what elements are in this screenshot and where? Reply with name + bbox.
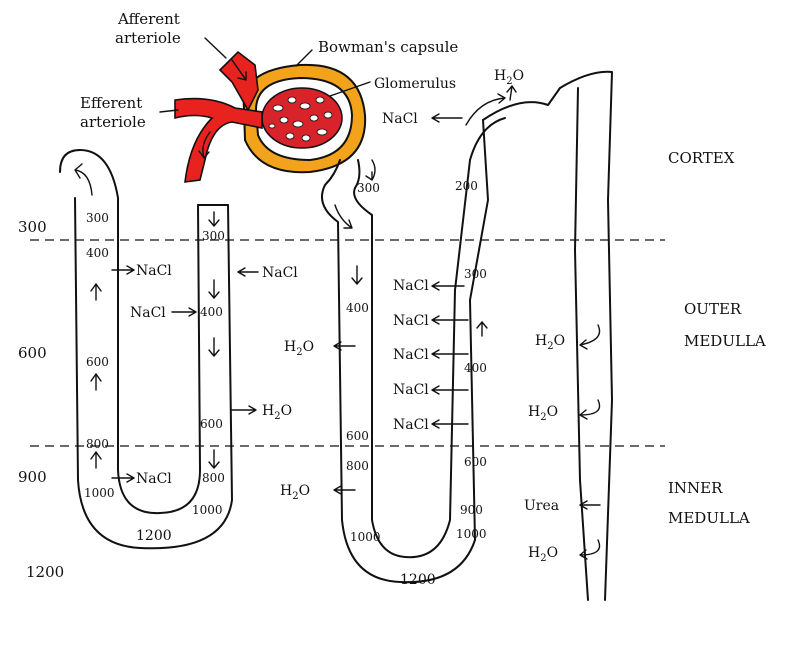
juxta-loop-outer-wall [74, 197, 233, 550]
transport-arrows [111, 85, 601, 560]
collecting-duct-left-wall [559, 70, 613, 601]
svg-text:H2O: H2O [494, 68, 524, 87]
inner-medulla-label-line2: MEDULLA [668, 509, 750, 527]
cortical-600: 600 [346, 429, 369, 443]
juxta-asc-300: 300 [202, 229, 225, 243]
nacl-label: NaCl [136, 471, 172, 487]
juxta-asc-1000: 1000 [192, 503, 223, 517]
pt-flow-arrow-1 [365, 159, 376, 181]
glomerulus-tuft [261, 87, 343, 149]
h2o-label: H2O [262, 403, 292, 422]
scale-300: 300 [18, 218, 47, 236]
juxta-desc-600: 600 [86, 355, 109, 369]
efferent-arteriole [174, 97, 263, 183]
urea-label: Urea [524, 498, 559, 514]
juxta-asc-600: 600 [200, 417, 223, 431]
h2o-label: H2O [494, 68, 524, 87]
nacl-label: NaCl [382, 111, 418, 127]
proximal-tubule-inner [353, 117, 506, 559]
scale-1200: 1200 [26, 563, 64, 581]
efferent-flow-arrow [198, 131, 211, 159]
efferent-leader [159, 109, 179, 113]
svg-text:H2O: H2O [528, 404, 558, 423]
cortical-asc-200: 200 [455, 179, 478, 193]
svg-text:H2O: H2O [535, 333, 565, 352]
pt-flow-arrow-2 [334, 204, 353, 229]
nacl-label: NaCl [136, 263, 172, 279]
ascending-flow-arrow-top [465, 93, 506, 126]
juxta-desc-400: 400 [86, 246, 109, 260]
afferent-arteriole [218, 50, 259, 112]
cortical-300-top: 300 [357, 181, 380, 195]
juxta-exit-arrow [74, 163, 93, 196]
juxta-loop-top-curve [59, 149, 119, 199]
nacl-label: NaCl [393, 278, 429, 294]
h2o-label: H2O [280, 483, 310, 502]
arrows [90, 211, 488, 469]
glomerulus-label: Glomerulus [374, 76, 456, 92]
nacl-label: NaCl [262, 265, 298, 281]
juxta-bottom-1200: 1200 [136, 528, 172, 544]
inner-medulla-label-line1: INNER [668, 479, 723, 497]
afferent-label-line2: arteriole [115, 29, 181, 47]
juxta-desc-800: 800 [86, 437, 109, 451]
h2o-label: H2O [528, 545, 558, 564]
bowman-leader [295, 49, 313, 67]
cortical-asc-300: 300 [464, 267, 487, 281]
outer-medulla-label-line2: MEDULLA [684, 332, 766, 350]
nacl-label: NaCl [130, 305, 166, 321]
svg-text:H2O: H2O [262, 403, 292, 422]
svg-text:H2O: H2O [528, 545, 558, 564]
scale-900: 900 [18, 468, 47, 486]
efferent-label-line1: Efferent [80, 94, 142, 112]
collecting-duct-right-wall [574, 87, 589, 601]
cortical-bottom-1200: 1200 [400, 572, 436, 588]
svg-text:H2O: H2O [284, 339, 314, 358]
bowmans-capsule-label: Bowman's capsule [318, 38, 458, 56]
juxta-loop-inner-wall [117, 197, 201, 515]
glomerulus-leader [329, 81, 371, 97]
svg-text:H2O: H2O [280, 483, 310, 502]
cortex-label: CORTEX [668, 149, 735, 167]
nacl-label: NaCl [393, 313, 429, 329]
proximal-tubule-outer [321, 87, 561, 584]
juxta-desc-300: 300 [86, 211, 109, 225]
afferent-label-line1: Afferent [117, 10, 180, 28]
afferent-flow-arrow [231, 59, 247, 81]
cortical-asc-400: 400 [464, 361, 487, 375]
juxta-desc-1000: 1000 [84, 486, 115, 500]
cortical-asc-600: 600 [464, 455, 487, 469]
nacl-label: NaCl [393, 347, 429, 363]
cortical-asc-1000: 1000 [456, 527, 487, 541]
h2o-label: H2O [528, 404, 558, 423]
h2o-label: H2O [535, 333, 565, 352]
nacl-label: NaCl [393, 382, 429, 398]
juxta-asc-400: 400 [200, 305, 223, 319]
juxta-asc-800: 800 [202, 471, 225, 485]
cortical-400: 400 [346, 301, 369, 315]
outer-medulla-label-line1: OUTER [684, 300, 742, 318]
efferent-label-line2: arteriole [80, 113, 146, 131]
nacl-label: NaCl [393, 417, 429, 433]
h2o-label: H2O [284, 339, 314, 358]
afferent-leader [204, 37, 227, 59]
cortical-800: 800 [346, 459, 369, 473]
cortical-1000: 1000 [350, 530, 381, 544]
cortical-asc-900: 900 [460, 503, 483, 517]
scale-600: 600 [18, 344, 47, 362]
